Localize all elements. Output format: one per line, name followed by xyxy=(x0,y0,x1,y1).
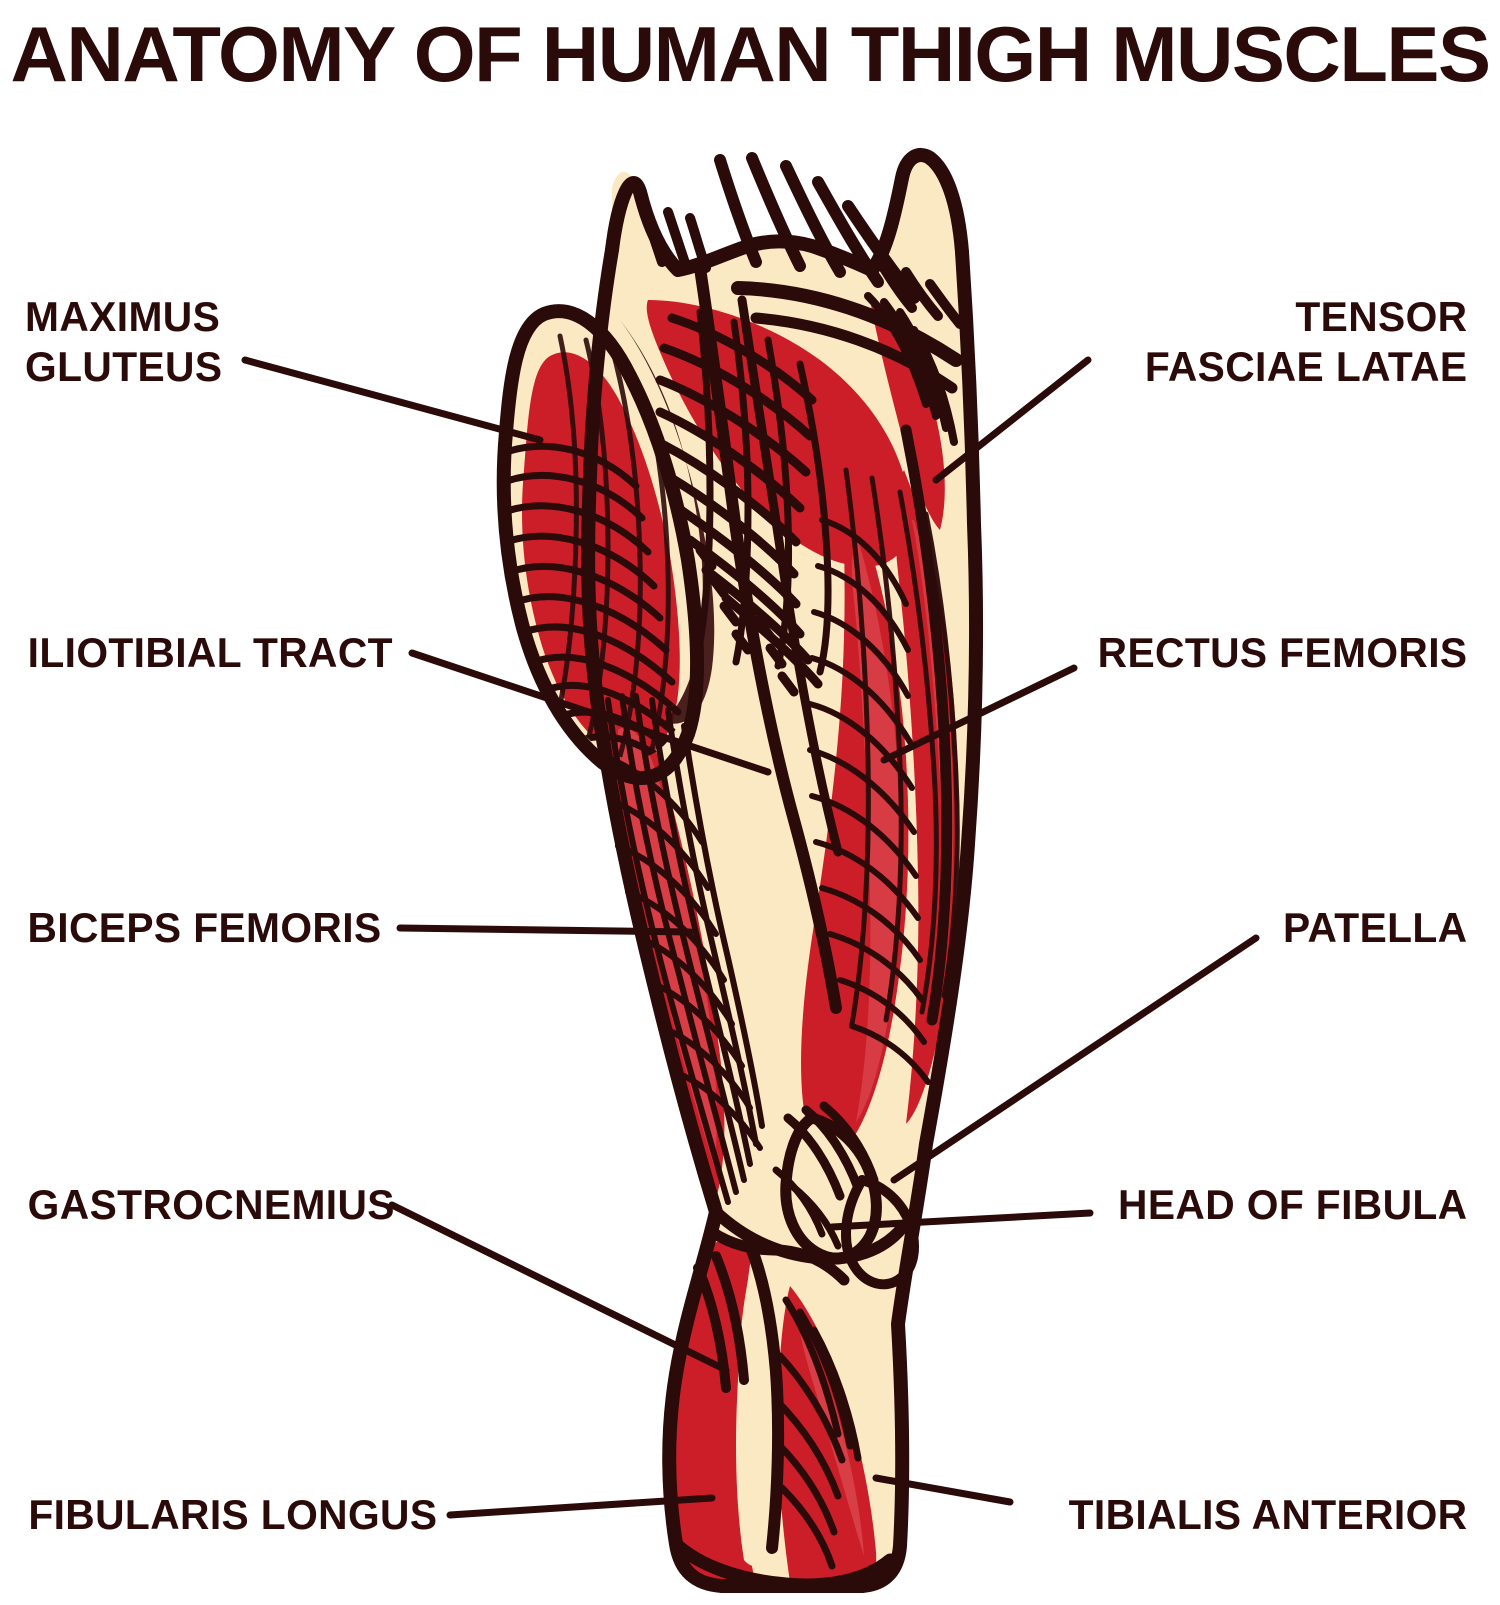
label-patella[interactable]: PATELLA xyxy=(1282,904,1468,951)
page-title: ANATOMY OF HUMAN THIGH MUSCLES xyxy=(10,10,1492,98)
label-iliotibial-tract[interactable]: ILIOTIBIAL TRACT xyxy=(27,629,393,676)
label-tensor-fasciae-latae[interactable]: TENSOR FASCIAE LATAE xyxy=(1144,293,1468,390)
label-fibularis-longus[interactable]: FIBULARIS LONGUS xyxy=(28,1491,438,1538)
label-head-of-fibula[interactable]: HEAD OF FIBULA xyxy=(1118,1181,1468,1228)
label-maximus-gluteus[interactable]: MAXIMUS GLUTEUS xyxy=(25,293,223,390)
label-tibialis-anterior[interactable]: TIBIALIS ANTERIOR xyxy=(1068,1491,1468,1538)
label-rectus-femoris[interactable]: RECTUS FEMORIS xyxy=(1097,629,1468,676)
label-biceps-femoris[interactable]: BICEPS FEMORIS xyxy=(27,904,382,951)
accent-ticks xyxy=(695,545,799,697)
label-gastrocnemius[interactable]: GASTROCNEMIUS xyxy=(27,1181,395,1228)
